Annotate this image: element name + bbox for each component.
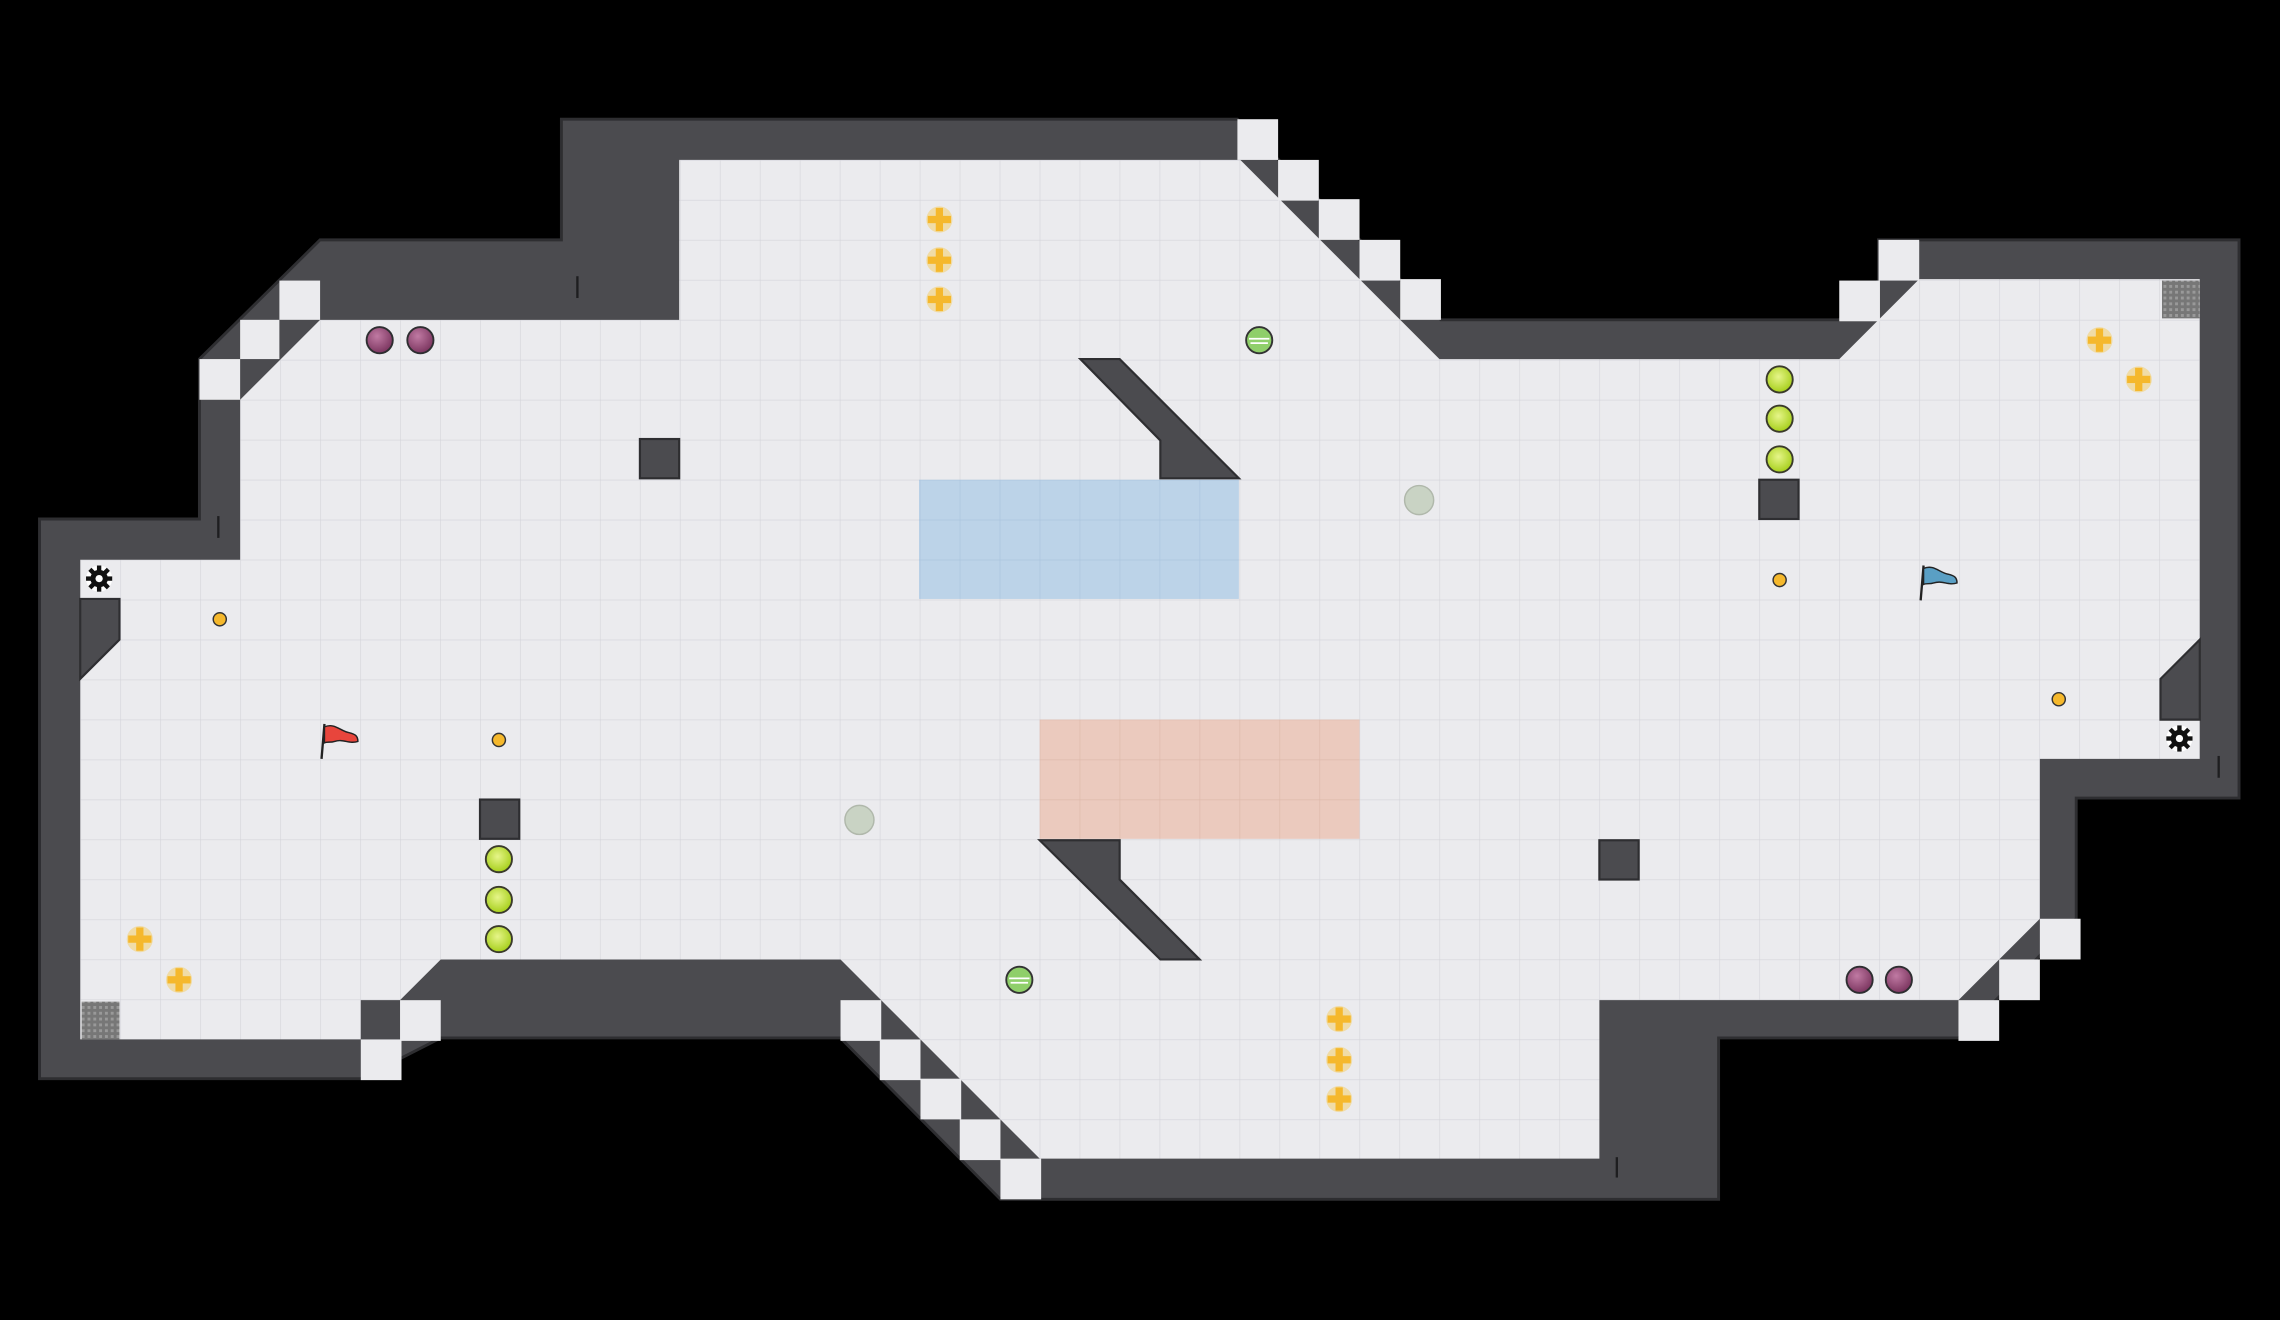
boost-pad-icon: [1765, 365, 1794, 394]
arena-floor: [80, 159, 2200, 1159]
blue-flag-icon: [1919, 565, 1958, 601]
powerup-icon: [1326, 1005, 1353, 1033]
bomb-icon: [1884, 965, 1913, 994]
boost-pad-icon: [1765, 445, 1794, 474]
portal-icon: [844, 804, 875, 836]
team-boost-icon: [1005, 965, 1034, 994]
powerup-icon: [926, 286, 953, 313]
orb-icon: [212, 612, 228, 627]
red-flag-icon: [320, 723, 359, 759]
boost-pad-icon: [1765, 404, 1794, 433]
powerup-icon: [1326, 1046, 1353, 1073]
bomb-icon: [406, 326, 435, 355]
boost-pad-icon: [484, 925, 513, 954]
boost-pads: [484, 365, 1794, 954]
powerup-icon: [926, 247, 953, 274]
powerup-icon: [1326, 1085, 1353, 1113]
orb-icon: [2051, 691, 2067, 707]
orb-icon: [1772, 572, 1787, 588]
gate: [2161, 280, 2200, 319]
team-boost-icon: [1245, 326, 1274, 355]
powerup-icon: [2125, 366, 2152, 393]
orb-icon: [491, 732, 507, 748]
outer-notches: [199, 119, 2081, 1200]
spike-icon: [2166, 725, 2193, 752]
boost-pad-icon: [484, 885, 513, 914]
wall-ticks: [217, 276, 2220, 1178]
inner-walls: [79, 357, 2201, 961]
small-orbs: [212, 572, 2067, 748]
powerup-icon: [126, 926, 153, 953]
gate: [81, 1001, 120, 1040]
portal-icon: [1403, 484, 1435, 516]
powerup-icon: [926, 206, 953, 233]
red-team-zone: [1039, 719, 1360, 839]
bomb-icon: [365, 326, 394, 355]
powerups: [126, 206, 2152, 1113]
spike-icon: [86, 565, 113, 592]
powerup-icon: [165, 966, 193, 993]
boost-pad-icon: [484, 845, 513, 874]
blue-team-zone: [919, 479, 1239, 599]
powerup-icon: [2086, 327, 2113, 354]
bombs: [365, 326, 1913, 994]
bomb-icon: [1845, 965, 1874, 994]
